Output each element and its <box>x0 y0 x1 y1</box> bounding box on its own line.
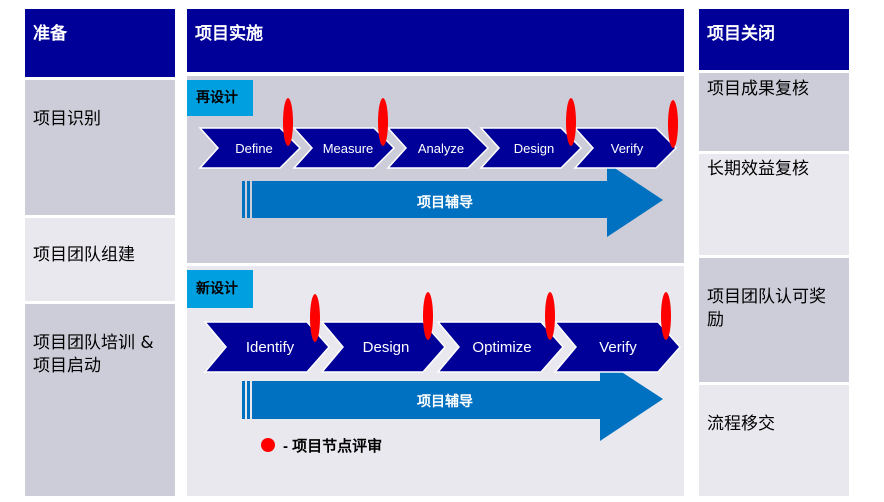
milestone-marker <box>661 292 671 340</box>
chevron-label: Analyze <box>418 141 464 156</box>
chevron-identify: Identify <box>203 321 330 373</box>
close-item-label: 流程移交 <box>707 414 775 434</box>
milestone-marker <box>423 292 433 340</box>
chevron-label: Identify <box>246 339 295 356</box>
newdesign-tag-label: 新设计 <box>196 281 238 297</box>
legend: - 项目节点评审 <box>261 437 382 455</box>
close-item-recognition: 项目团队认可奖励 <box>699 258 849 382</box>
chevron-verify-new: Verify <box>553 321 681 373</box>
chevron-label: Optimize <box>472 339 531 356</box>
milestone-marker <box>668 100 678 148</box>
close-item-longterm: 长期效益复核 <box>699 154 849 255</box>
prepare-item-training: 项目团队培训 & 项目启动 <box>25 304 175 496</box>
newdesign-tag: 新设计 <box>187 270 253 308</box>
redesign-coach-label: 项目辅导 <box>417 194 473 210</box>
prepare-item-identify: 项目识别 <box>25 80 175 215</box>
close-item-label: 项目成果复核 <box>707 79 809 99</box>
close-item-label: 长期效益复核 <box>707 159 809 179</box>
chevron-measure: Measure <box>292 127 396 169</box>
prepare-header-label: 准备 <box>33 24 67 44</box>
prepare-item-team: 项目团队组建 <box>25 218 175 301</box>
redesign-tag-label: 再设计 <box>196 90 238 106</box>
milestone-marker <box>545 292 555 340</box>
chevron-design-new: Design <box>320 321 446 373</box>
implement-header: 项目实施 <box>187 9 684 72</box>
milestone-marker <box>378 98 388 146</box>
milestone-marker <box>283 98 293 146</box>
chevron-analyze: Analyze <box>386 127 490 169</box>
chevron-label: Design <box>363 339 410 356</box>
newdesign-coach-arrow: 项目辅导 <box>242 358 663 441</box>
redesign-coach-arrow: 项目辅导 <box>242 163 663 237</box>
close-header-label: 项目关闭 <box>707 24 775 44</box>
chevron-verify: Verify <box>573 127 678 169</box>
implement-header-label: 项目实施 <box>195 24 263 44</box>
legend-label: - 项目节点评审 <box>283 437 382 455</box>
close-item-results: 项目成果复核 <box>699 73 849 151</box>
chevron-label: Verify <box>599 339 637 356</box>
redesign-panel <box>187 76 684 263</box>
newdesign-coach-label: 项目辅导 <box>417 393 473 409</box>
milestone-marker <box>310 294 320 342</box>
chevron-label: Measure <box>323 141 374 156</box>
close-item-handover: 流程移交 <box>699 385 849 496</box>
prepare-item-label: 项目团队组建 <box>33 245 135 265</box>
close-header: 项目关闭 <box>699 9 849 70</box>
redesign-tag: 再设计 <box>187 80 253 116</box>
redesign-chevrons: Define Measure Analyze Design Verify <box>198 127 678 169</box>
close-item-label: 项目团队认可奖励 <box>707 287 826 330</box>
prepare-header: 准备 <box>25 9 175 77</box>
chevron-design: Design <box>479 127 583 169</box>
milestone-marker <box>566 98 576 146</box>
chevron-define: Define <box>198 127 302 169</box>
newdesign-chevrons: Identify Design Optimize Verify <box>203 321 681 373</box>
chevron-label: Verify <box>611 141 644 156</box>
prepare-item-label: 项目团队培训 & 项目启动 <box>33 333 154 376</box>
legend-marker <box>261 438 275 452</box>
chevron-label: Design <box>514 141 554 156</box>
chevron-optimize: Optimize <box>436 321 564 373</box>
prepare-item-label: 项目识别 <box>33 109 101 129</box>
chevron-label: Define <box>235 141 273 156</box>
